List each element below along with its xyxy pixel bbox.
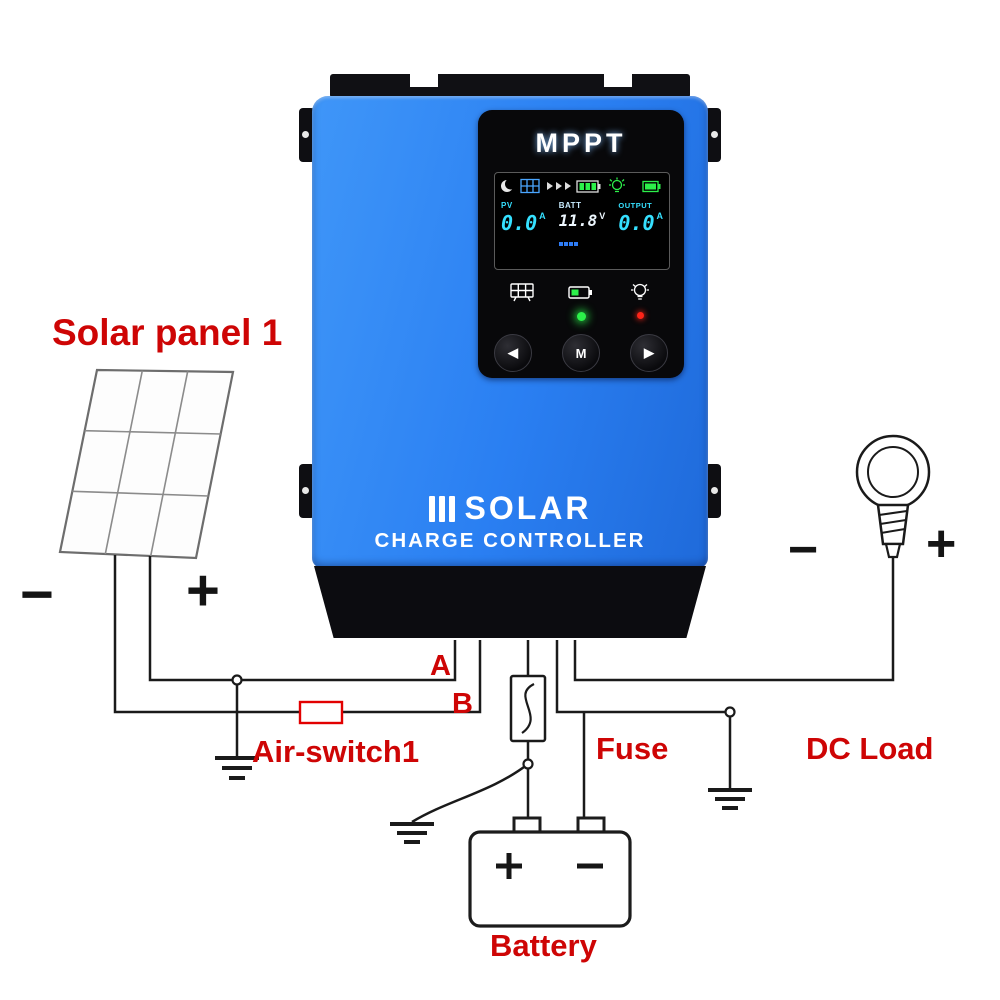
battery-small-icon [642, 180, 661, 193]
control-panel: MPPT [478, 110, 684, 378]
flow-arrows-icon [547, 182, 571, 190]
battery-label: Battery [490, 928, 597, 963]
bracket-notch [604, 74, 632, 87]
air-switch-box [298, 700, 344, 725]
status-icon-row [502, 282, 660, 321]
terminal-b-label: B [452, 688, 473, 720]
dc-load-bulb [855, 434, 931, 559]
lcd-icon-row [501, 177, 661, 194]
moon-icon [501, 178, 516, 192]
mounting-bracket-top [330, 74, 690, 98]
solar-panel-icon [520, 178, 540, 194]
screw-hole [302, 131, 309, 138]
load-lamp-status-icon [631, 283, 649, 300]
battery-case [468, 830, 632, 928]
left-arrow-button[interactable]: ◀ [494, 334, 532, 372]
battery-drawing [468, 816, 632, 928]
junction-node-dc-load [724, 706, 736, 718]
screw-hole [302, 487, 309, 494]
mppt-logo: MPPT [535, 128, 627, 158]
screw-hole [711, 487, 718, 494]
wire-battery-ground [411, 763, 529, 824]
terminal-a-label: A [430, 650, 451, 682]
controller-base-wedge [314, 566, 706, 638]
wire-dc-load-positive [573, 557, 895, 682]
menu-button[interactable]: M [562, 334, 600, 372]
batt-unit: V [599, 211, 606, 221]
product-subtitle: CHARGE CONTROLLER [374, 529, 646, 552]
product-name: SOLAR [464, 490, 592, 526]
product-branding: SOLAR CHARGE CONTROLLER [312, 490, 708, 553]
ground-symbol-airswitch [215, 756, 259, 780]
solar-minus-mark: − [20, 562, 54, 627]
solar-plus-mark: + [186, 558, 220, 623]
air-switch-label: Air-switch1 [252, 734, 420, 769]
load-status [620, 282, 660, 321]
ground-symbol-dc-load [708, 788, 752, 810]
lamp-icon [609, 177, 625, 193]
batt-value: 11.8 [558, 211, 598, 230]
output-label: OUTPUT [618, 201, 653, 210]
output-unit: A [656, 211, 663, 221]
solar-panel-status-icon [510, 283, 534, 302]
pv-label: PV [501, 201, 513, 210]
mounting-tab [299, 464, 315, 518]
wire-pv-negative [113, 555, 482, 714]
load-minus-mark: − [788, 521, 819, 579]
pv-unit: A [539, 211, 546, 221]
bracket-notch [410, 74, 438, 87]
battery-gauge-icon [576, 180, 601, 193]
right-arrow-button[interactable]: ▶ [630, 334, 668, 372]
mounting-tab [299, 108, 315, 162]
solar-panel-frame [58, 368, 235, 560]
fuse-label: Fuse [596, 731, 669, 766]
wire-dc-load-negative [555, 640, 732, 788]
junction-node-battery [522, 758, 534, 770]
screw-hole [711, 131, 718, 138]
mounting-tab [705, 108, 721, 162]
wire-pv-positive [148, 556, 457, 682]
load-plus-mark: + [926, 515, 957, 573]
solar-panel-label: Solar panel 1 [52, 312, 283, 353]
load-led [636, 312, 644, 319]
mounting-tab [705, 464, 721, 518]
battery-status-icon [568, 286, 592, 299]
ground-symbol-battery [390, 822, 434, 844]
battery-plus-mark [496, 853, 522, 879]
solar-panel-drawing [58, 368, 235, 560]
dc-load-label: DC Load [806, 731, 934, 766]
fuse-symbol [509, 674, 547, 743]
output-value: 0.0 [618, 211, 655, 235]
batt-level-bars [558, 233, 606, 251]
solar-status [502, 282, 542, 321]
solar-panel-grid [72, 370, 221, 557]
solar-led [518, 312, 527, 321]
button-row: ◀ M ▶ [494, 334, 668, 372]
brand-bars-icon [428, 495, 455, 522]
batt-label: BATT [558, 201, 582, 210]
charge-led [576, 312, 586, 321]
pv-value: 0.0 [501, 211, 538, 235]
battery-status [561, 282, 601, 321]
charge-controller-device: MPPT [299, 74, 721, 640]
junction-node-airswitch [231, 674, 243, 686]
